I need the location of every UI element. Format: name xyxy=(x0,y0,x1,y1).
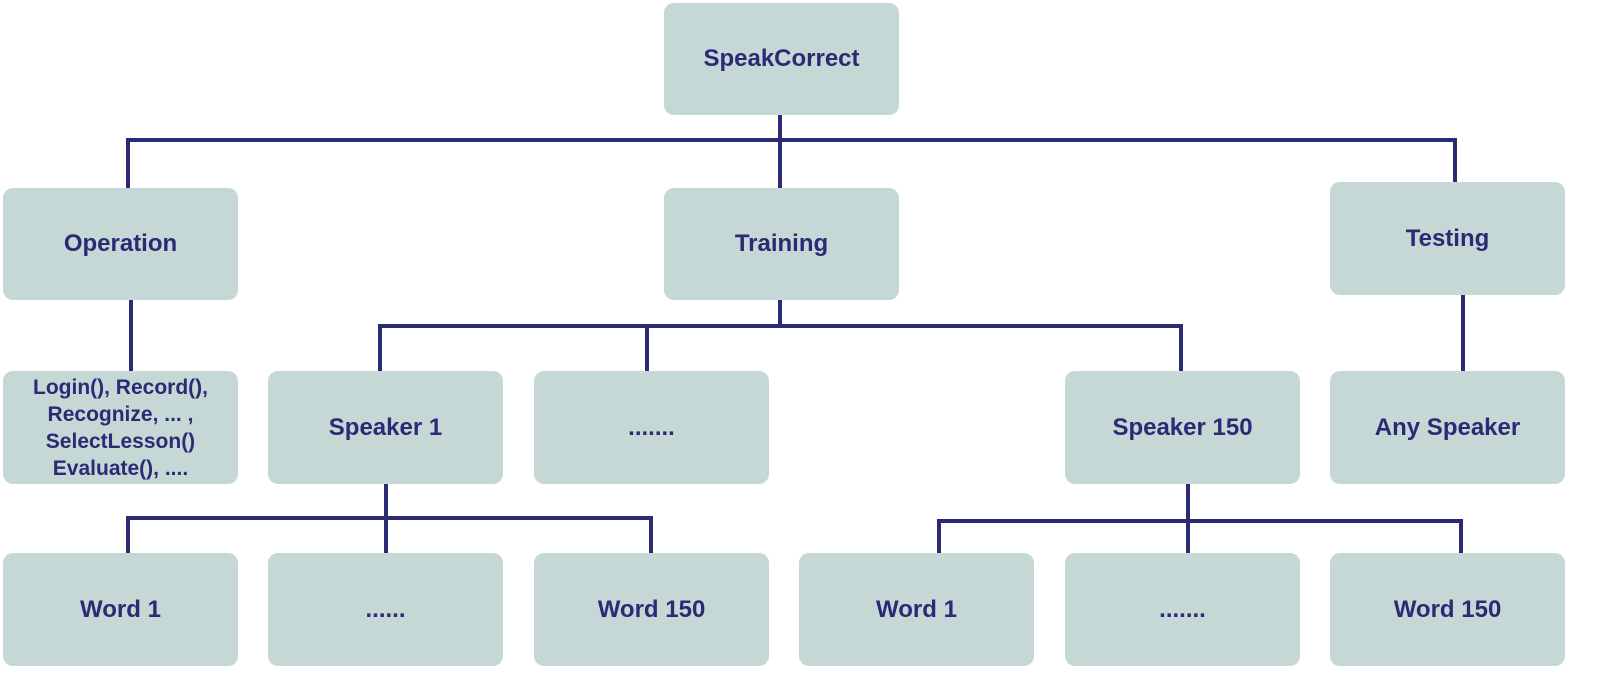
node-label: Speaker 1 xyxy=(328,413,443,441)
node-speaker-150: Speaker 150 xyxy=(1065,371,1300,484)
node-testing: Testing xyxy=(1330,182,1565,295)
node-label: ...... xyxy=(365,595,406,623)
node-speaker-ellipsis: ....... xyxy=(534,371,769,484)
node-label: Operation xyxy=(63,230,178,257)
node-label: Word 1 xyxy=(80,595,161,623)
node-label: Login(), Record(), Recognize, ... , Sele… xyxy=(33,375,208,480)
node-label: Training xyxy=(734,230,829,257)
node-training: Training xyxy=(664,188,899,300)
node-label: Speaker 150 xyxy=(1112,413,1253,441)
node-operation: Operation xyxy=(3,188,238,300)
node-speaker1-word-150: Word 150 xyxy=(534,553,769,666)
node-speaker150-word-150: Word 150 xyxy=(1330,553,1565,666)
node-operation-detail: Login(), Record(), Recognize, ... , Sele… xyxy=(3,371,238,484)
node-speaker-1: Speaker 1 xyxy=(268,371,503,484)
node-any-speaker: Any Speaker xyxy=(1330,371,1565,484)
node-label: SpeakCorrect xyxy=(703,45,860,72)
node-speaker1-word-ellipsis: ...... xyxy=(268,553,503,666)
node-label: ....... xyxy=(628,413,675,441)
node-label: ....... xyxy=(1159,595,1206,623)
node-label: Word 150 xyxy=(1393,595,1502,623)
node-label: Testing xyxy=(1405,224,1490,252)
node-label: Word 150 xyxy=(597,595,706,623)
node-speaker150-word-1: Word 1 xyxy=(799,553,1034,666)
node-label: Word 1 xyxy=(876,595,957,623)
node-speaker150-word-ellipsis: ....... xyxy=(1065,553,1300,666)
node-speaker1-word-1: Word 1 xyxy=(3,553,238,666)
node-label: Any Speaker xyxy=(1374,413,1521,441)
node-speakcorrect: SpeakCorrect xyxy=(664,3,899,115)
